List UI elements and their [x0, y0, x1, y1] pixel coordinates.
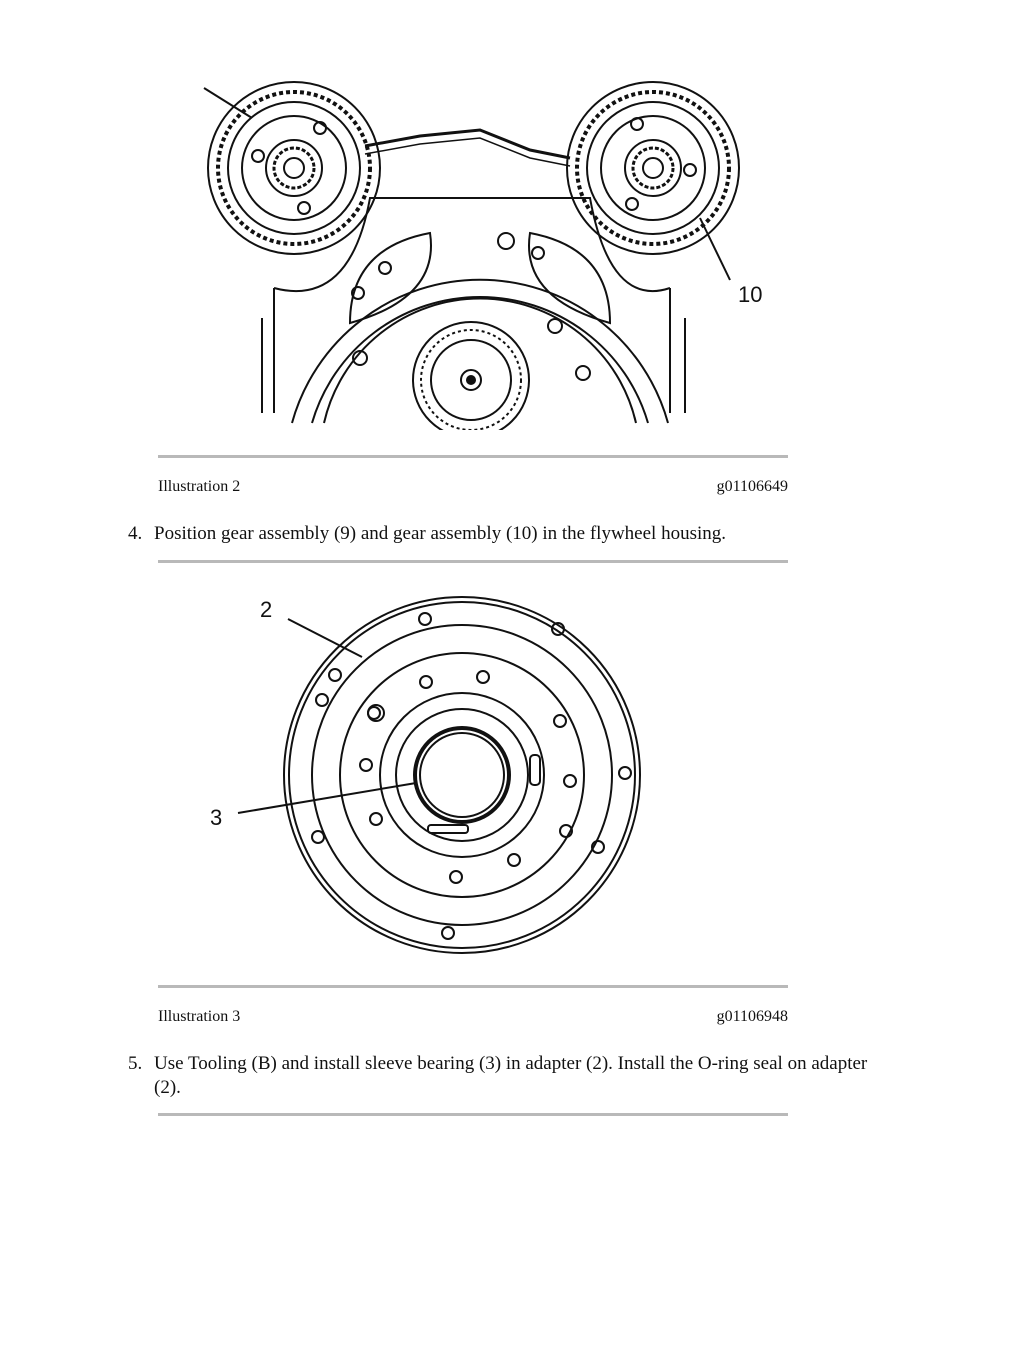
callout-10: 10 [738, 282, 762, 307]
step-5-text: Use Tooling (B) and install sleeve beari… [154, 1053, 868, 1098]
illustration-3-id: g01106948 [716, 1008, 788, 1025]
step-4-number: 4. [128, 523, 143, 544]
step-4-rule [158, 560, 788, 563]
illustration-3-caption: Illustration 3 [158, 1008, 241, 1025]
illustration-2-rule [158, 455, 788, 458]
illustration-2-id: g01106649 [716, 478, 788, 495]
illustration-2-caption: Illustration 2 [158, 478, 241, 495]
flywheel-housing-gear-drawing: 9 10 [178, 68, 762, 439]
step-5-rule [158, 1113, 788, 1116]
illustration-3-drawing: 2 3 [200, 585, 660, 965]
callout-3: 3 [210, 805, 222, 830]
adapter-sleeve-bearing-drawing: 2 3 [210, 596, 641, 954]
illustration-2-drawing: 9 10 [178, 58, 800, 439]
step-4-text: Position gear assembly (9) and gear asse… [154, 523, 726, 544]
step-5-number: 5. [128, 1053, 143, 1074]
illustration-3-rule [158, 985, 788, 988]
callout-2: 2 [260, 597, 272, 622]
